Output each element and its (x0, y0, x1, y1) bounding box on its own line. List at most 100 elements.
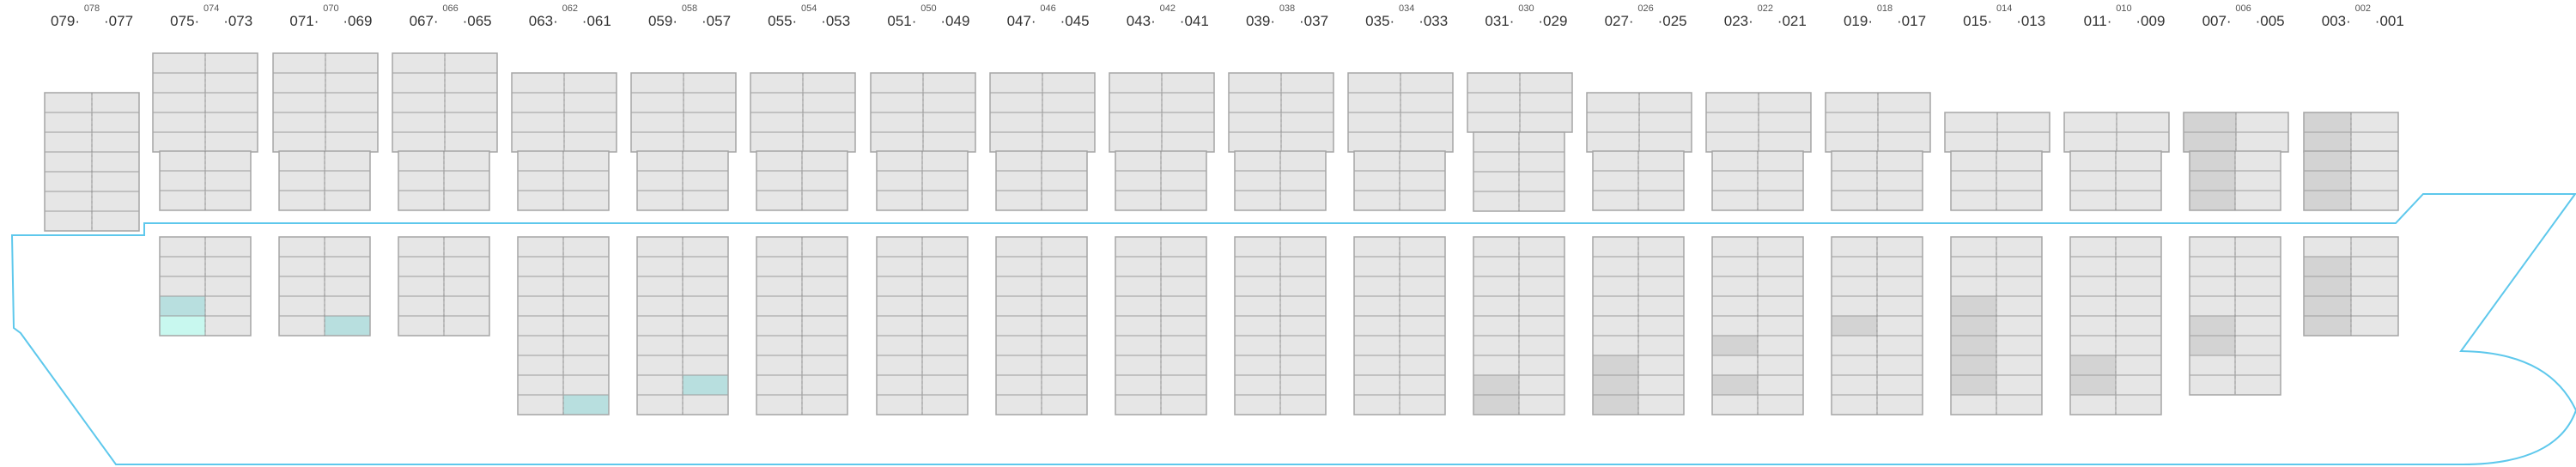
deck-slot-046-r4-r[interactable] (1042, 131, 1096, 153)
hold-slot-030-r5-r[interactable] (1518, 315, 1565, 337)
deck-slot-054-r4-l[interactable] (750, 131, 804, 153)
hold-slot-058-r7-l[interactable] (636, 355, 683, 376)
hold-slot-046-r5-r[interactable] (1041, 315, 1088, 337)
deck-slot-078-r1-r[interactable] (91, 92, 140, 113)
hold-slot-058-r4-r[interactable] (682, 295, 729, 317)
upper-slot-038-r1-r[interactable] (1279, 150, 1327, 172)
hold-slot-034-r3-l[interactable] (1353, 276, 1400, 297)
upper-slot-050-r1-r[interactable] (921, 150, 969, 172)
hold-slot-038-r7-l[interactable] (1234, 355, 1281, 376)
hold-slot-014-r5-l[interactable] (1950, 315, 1997, 337)
deck-slot-058-r4-r[interactable] (683, 131, 737, 153)
hold-slot-074-r3-l[interactable] (159, 276, 206, 297)
hold-slot-054-r8-l[interactable] (756, 374, 803, 396)
deck-slot-006-r1-l[interactable] (2183, 112, 2237, 133)
upper-slot-038-r2-l[interactable] (1234, 170, 1281, 191)
hold-slot-006-r1-l[interactable] (2189, 236, 2236, 258)
hold-slot-050-r6-r[interactable] (921, 335, 969, 356)
upper-slot-010-r3-l[interactable] (2069, 190, 2117, 211)
hold-slot-070-r3-r[interactable] (324, 276, 371, 297)
upper-slot-054-r2-r[interactable] (801, 170, 848, 191)
deck-slot-078-r2-r[interactable] (91, 112, 140, 133)
hold-slot-026-r6-l[interactable] (1592, 335, 1639, 356)
deck-slot-070-r2-l[interactable] (272, 72, 326, 94)
hold-slot-042-r4-l[interactable] (1115, 295, 1162, 317)
upper-slot-014-r1-r[interactable] (1996, 150, 2043, 172)
hold-slot-042-r1-l[interactable] (1115, 236, 1162, 258)
upper-slot-022-r2-r[interactable] (1757, 170, 1804, 191)
hold-slot-018-r3-l[interactable] (1831, 276, 1878, 297)
hold-slot-054-r1-l[interactable] (756, 236, 803, 258)
hold-slot-074-r1-l[interactable] (159, 236, 206, 258)
upper-slot-070-r3-r[interactable] (324, 190, 371, 211)
hold-slot-062-r2-l[interactable] (517, 256, 564, 277)
deck-slot-078-r3-r[interactable] (91, 131, 140, 153)
hold-slot-062-r7-l[interactable] (517, 355, 564, 376)
deck-slot-070-r1-l[interactable] (272, 52, 326, 74)
hold-slot-022-r1-l[interactable] (1711, 236, 1759, 258)
upper-slot-022-r1-r[interactable] (1757, 150, 1804, 172)
hold-slot-018-r4-r[interactable] (1876, 295, 1923, 317)
hold-slot-010-r8-r[interactable] (2115, 374, 2162, 396)
hold-slot-066-r5-r[interactable] (443, 315, 490, 337)
hold-slot-058-r1-r[interactable] (682, 236, 729, 258)
hold-slot-038-r2-r[interactable] (1279, 256, 1327, 277)
hold-slot-034-r1-r[interactable] (1399, 236, 1446, 258)
hold-slot-066-r1-r[interactable] (443, 236, 490, 258)
hold-slot-022-r4-r[interactable] (1757, 295, 1804, 317)
deck-slot-034-r2-l[interactable] (1347, 92, 1401, 113)
hold-slot-058-r8-l[interactable] (636, 374, 683, 396)
hold-slot-062-r5-l[interactable] (517, 315, 564, 337)
deck-slot-018-r3-l[interactable] (1825, 131, 1879, 153)
deck-slot-070-r5-r[interactable] (325, 131, 379, 153)
hold-slot-014-r2-l[interactable] (1950, 256, 1997, 277)
deck-slot-054-r1-r[interactable] (802, 72, 856, 94)
deck-slot-078-r2-l[interactable] (44, 112, 93, 133)
upper-slot-074-r3-l[interactable] (159, 190, 206, 211)
hold-slot-026-r5-l[interactable] (1592, 315, 1639, 337)
deck-slot-062-r1-r[interactable] (563, 72, 617, 94)
upper-slot-062-r1-r[interactable] (562, 150, 610, 172)
hold-slot-022-r8-l[interactable] (1711, 374, 1759, 396)
hold-slot-038-r9-r[interactable] (1279, 394, 1327, 415)
deck-slot-038-r1-r[interactable] (1280, 72, 1334, 94)
deck-slot-022-r2-l[interactable] (1705, 112, 1759, 133)
deck-slot-054-r3-r[interactable] (802, 112, 856, 133)
hold-slot-006-r6-l[interactable] (2189, 335, 2236, 356)
hold-slot-026-r1-l[interactable] (1592, 236, 1639, 258)
hold-slot-054-r2-l[interactable] (756, 256, 803, 277)
hold-slot-002-r4-r[interactable] (2350, 295, 2399, 317)
hold-slot-058-r3-l[interactable] (636, 276, 683, 297)
hold-slot-030-r6-l[interactable] (1473, 335, 1520, 356)
deck-slot-074-r3-l[interactable] (152, 92, 206, 113)
hold-slot-002-r5-l[interactable] (2303, 315, 2352, 337)
deck-slot-002-r1-l[interactable] (2303, 112, 2352, 133)
hold-slot-034-r8-l[interactable] (1353, 374, 1400, 396)
hold-slot-042-r2-l[interactable] (1115, 256, 1162, 277)
upper-slot-006-r3-r[interactable] (2234, 190, 2281, 211)
hold-slot-054-r9-l[interactable] (756, 394, 803, 415)
upper-slot-006-r3-l[interactable] (2189, 190, 2236, 211)
deck-slot-078-r5-l[interactable] (44, 171, 93, 192)
deck-slot-022-r1-l[interactable] (1705, 92, 1759, 113)
hold-slot-054-r2-r[interactable] (801, 256, 848, 277)
upper-slot-074-r1-l[interactable] (159, 150, 206, 172)
hold-slot-034-r1-l[interactable] (1353, 236, 1400, 258)
deck-slot-030-r2-l[interactable] (1467, 92, 1521, 113)
hold-slot-058-r6-l[interactable] (636, 335, 683, 356)
deck-slot-026-r3-l[interactable] (1586, 131, 1640, 153)
deck-slot-006-r2-r[interactable] (2235, 131, 2289, 153)
hold-slot-030-r4-l[interactable] (1473, 295, 1520, 317)
hold-slot-062-r6-l[interactable] (517, 335, 564, 356)
hold-slot-070-r5-r[interactable] (324, 315, 371, 337)
hold-slot-002-r1-r[interactable] (2350, 236, 2399, 258)
hold-slot-010-r6-l[interactable] (2069, 335, 2117, 356)
deck-slot-034-r4-r[interactable] (1400, 131, 1454, 153)
hold-slot-050-r9-r[interactable] (921, 394, 969, 415)
deck-slot-042-r1-r[interactable] (1161, 72, 1215, 94)
hold-slot-050-r2-l[interactable] (876, 256, 923, 277)
hold-slot-014-r1-r[interactable] (1996, 236, 2043, 258)
hold-slot-050-r3-r[interactable] (921, 276, 969, 297)
deck-slot-050-r4-l[interactable] (870, 131, 924, 153)
upper-slot-070-r2-r[interactable] (324, 170, 371, 191)
